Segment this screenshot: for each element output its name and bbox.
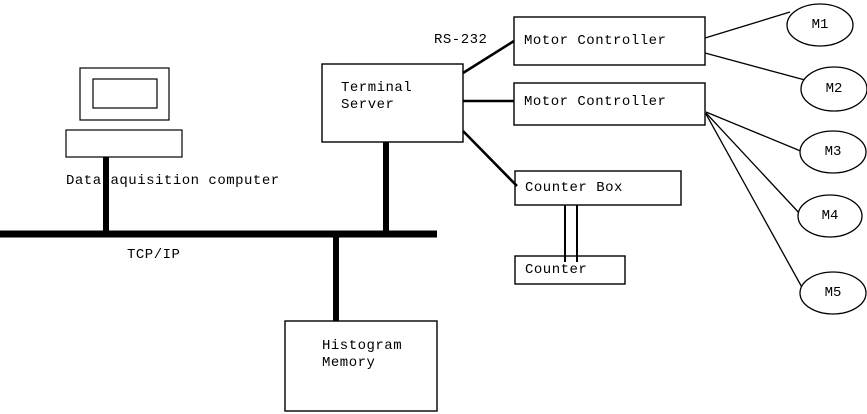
motor-m5-label: M5 — [824, 285, 842, 301]
link-motor-controller-2-to-m5 — [705, 113, 805, 292]
computer-base-outline — [65, 129, 183, 158]
motor-m3-node[interactable] — [800, 131, 866, 173]
motor-m2-ellipse — [800, 66, 867, 112]
motor-m2-label: M2 — [825, 81, 843, 97]
motor-m2-node[interactable] — [801, 67, 867, 111]
histogram-memory-box — [284, 320, 438, 412]
link-motor-controller-1-to-m2 — [704, 52, 806, 81]
motor-m4-ellipse — [797, 194, 863, 238]
computer-caption-label: Data aquisition computer — [66, 173, 280, 189]
terminal-server-node[interactable] — [322, 64, 463, 142]
counter-box — [514, 255, 626, 285]
motor-m3-ellipse — [799, 130, 867, 174]
terminal-server-box — [321, 63, 464, 143]
counter-box-node[interactable] — [515, 171, 681, 205]
motor-m4-node[interactable] — [798, 195, 862, 237]
link-motor-controller-2-to-m3 — [705, 111, 804, 153]
motor-controller-1-node[interactable] — [514, 17, 705, 65]
motor-m1-node[interactable] — [787, 4, 853, 46]
motor-m5-node[interactable] — [800, 272, 866, 314]
motor-controller-2-node[interactable] — [514, 83, 705, 125]
motor-m1-label: M1 — [811, 17, 829, 33]
motor-m5-ellipse — [799, 271, 867, 315]
counter-node[interactable] — [515, 256, 625, 284]
motor-m3-label: M3 — [824, 144, 842, 160]
link-terminal-server-to-motor-controller-1 — [462, 39, 515, 75]
tcpip-label: TCP/IP — [127, 247, 181, 263]
link-motor-controller-2-to-m4 — [705, 112, 802, 216]
histogram-memory-node[interactable] — [285, 321, 437, 411]
counter-box-box — [514, 170, 682, 206]
motor-controller-2-box — [513, 82, 706, 126]
link-terminal-server-to-counter-box — [462, 130, 518, 187]
motor-m4-label: M4 — [821, 208, 839, 224]
rs232-label: RS-232 — [434, 32, 488, 48]
link-motor-controller-1-to-m1 — [704, 11, 791, 39]
motor-m1-ellipse — [786, 3, 854, 47]
data-acquisition-computer-node[interactable] — [66, 68, 182, 157]
computer-screen-outline — [92, 78, 158, 109]
